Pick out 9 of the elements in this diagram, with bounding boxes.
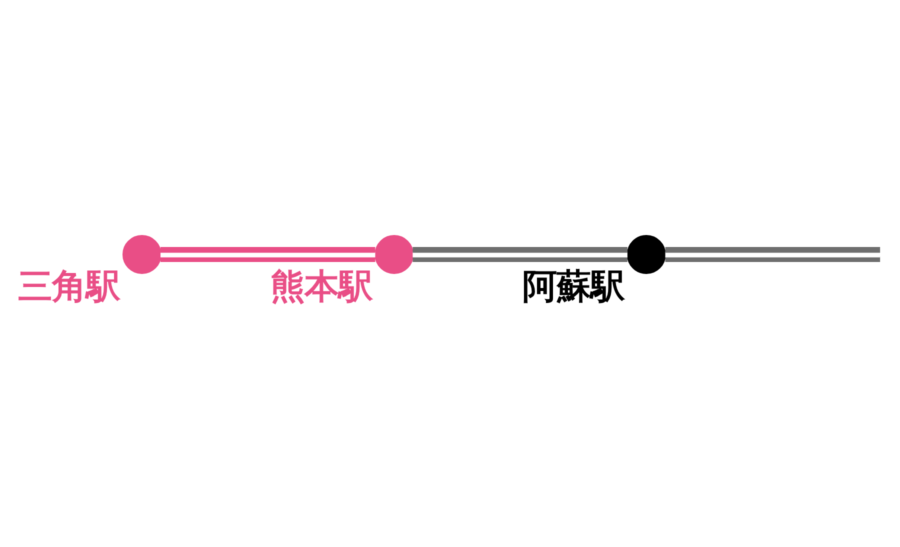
node-circle bbox=[122, 234, 162, 274]
connector bbox=[160, 246, 376, 262]
node-circle bbox=[374, 234, 414, 274]
connector bbox=[412, 246, 628, 262]
node-label: 熊本駅 bbox=[270, 266, 372, 307]
node-label: 阿蘇駅 bbox=[522, 266, 625, 307]
connector bbox=[665, 246, 880, 262]
node-label: 三角駅 bbox=[18, 266, 120, 307]
node-circle bbox=[626, 234, 666, 274]
